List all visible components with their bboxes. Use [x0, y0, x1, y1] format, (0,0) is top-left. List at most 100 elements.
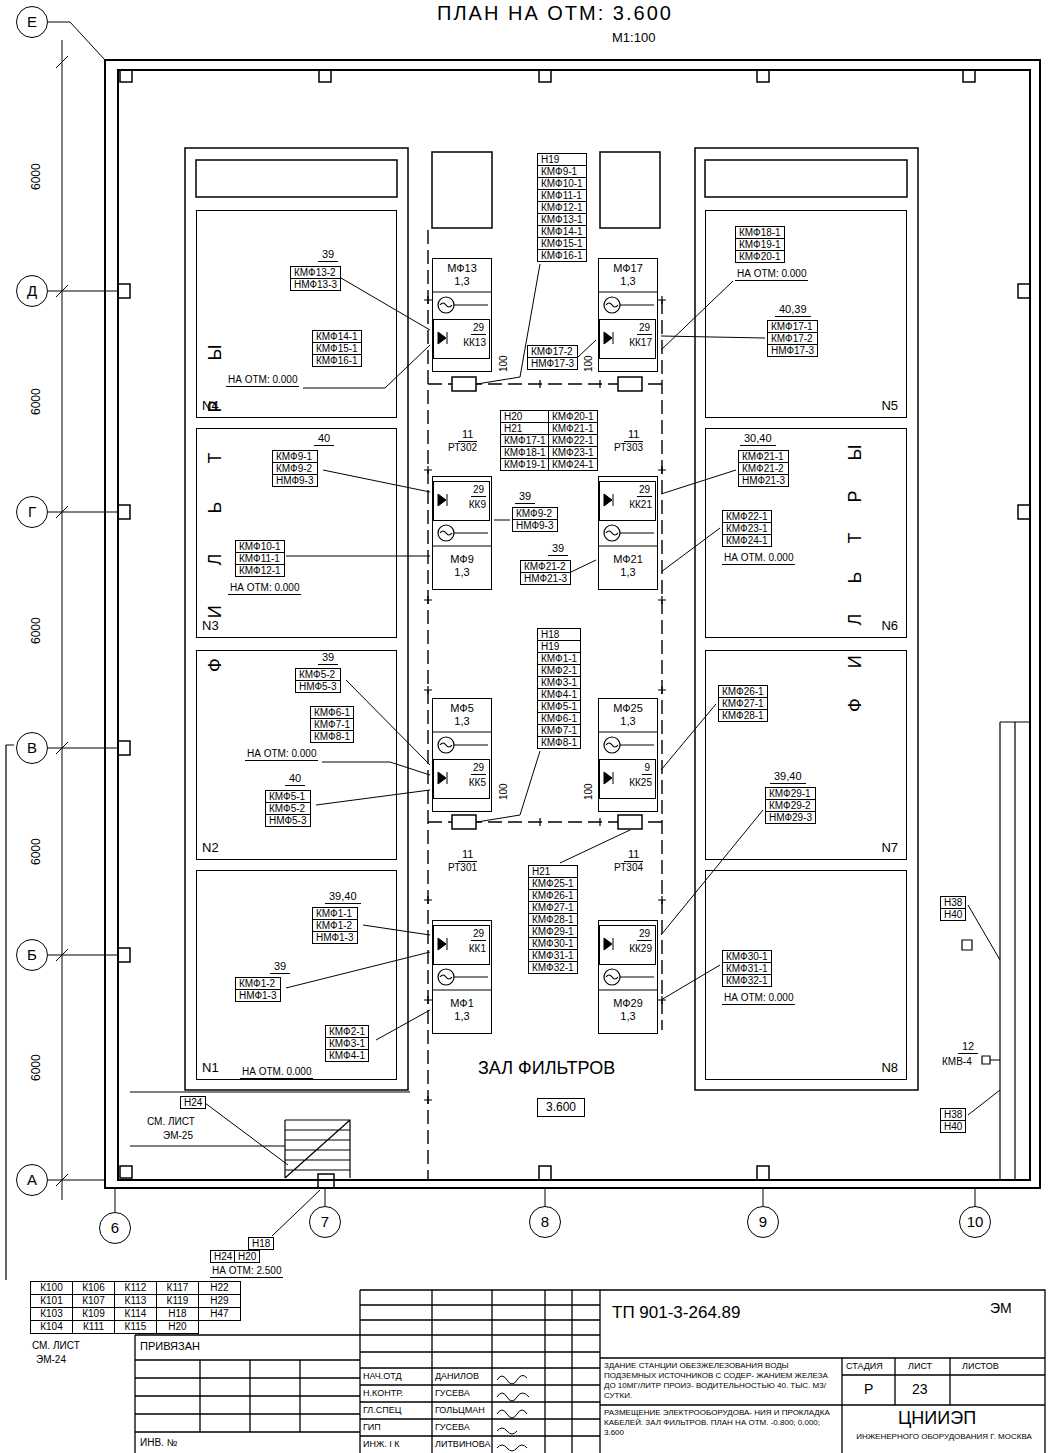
- elevation-note: НА ОТМ: 0.000: [722, 992, 795, 1005]
- note-text: ПРИВЯЗАН: [140, 1340, 200, 1353]
- cable-number: 39: [548, 542, 568, 556]
- elevation-mark: 3.600: [537, 1098, 585, 1117]
- pilasters: [118, 70, 1030, 1188]
- note-text: ГЛ.СПЕЦ: [363, 1405, 401, 1416]
- cable-tag-stack: Н24: [210, 1250, 236, 1263]
- cable-number: 11: [624, 848, 643, 862]
- unit-label-group: МФ211,3: [599, 553, 657, 579]
- grid-axis-bubble: Д: [16, 275, 48, 307]
- control-box-name: КК29: [629, 943, 652, 955]
- cable-number: 29: [471, 484, 486, 497]
- cable-tag: Н40: [940, 1120, 966, 1133]
- control-label-group: 29КК13: [463, 322, 486, 349]
- unit-power: 1,3: [620, 566, 635, 579]
- motor-circle: [438, 525, 454, 541]
- control-box: 29КК9: [433, 481, 490, 521]
- control-box: 29КК21: [599, 481, 656, 521]
- cable-tag-stack: Н38Н40: [940, 1108, 966, 1133]
- cable-tag-stack: КМФ10-1КМФ11-1КМФ12-1: [235, 540, 285, 577]
- note-text: ЛИСТ: [908, 1361, 932, 1372]
- control-box: 29КК17: [599, 319, 656, 359]
- note-text: Р: [864, 1381, 873, 1397]
- axis-letter: А: [27, 1172, 37, 1188]
- note-text: Н.КОНТР.: [363, 1388, 403, 1399]
- table-cell: К114: [114, 1307, 157, 1321]
- note-text: СТАДИЯ: [846, 1361, 883, 1372]
- cable-number: 29: [471, 322, 486, 335]
- cable-number: 40: [285, 772, 305, 786]
- cable-tag-stack: КМФ2-1КМФ3-1КМФ4-1: [325, 1025, 369, 1062]
- grid-axis-bubble: 6: [99, 1212, 131, 1244]
- filter-number: N5: [881, 398, 898, 413]
- grid-axis-bubble: 9: [747, 1206, 779, 1238]
- breaker-triangle: [438, 938, 447, 950]
- grid-axis-bubble: Б: [16, 939, 48, 971]
- title-block-text: РАЗМЕЩЕНИЕ ЭЛЕКТРООБОРУДОВА- НИЯ И ПРОКЛ…: [604, 1408, 838, 1438]
- breaker-symbol: [434, 320, 454, 360]
- motor-circle: [604, 525, 620, 541]
- note-text: ЭМ: [990, 1300, 1012, 1316]
- tray-marks: [424, 296, 666, 1104]
- pump-unit: МФ251,39КК25: [598, 698, 658, 812]
- axis-letter: Е: [27, 14, 37, 30]
- filter-cell: N7: [705, 650, 907, 860]
- cable-tag-stack: Н19КМФ9-1КМФ10-1КМФ11-1КМФ12-1КМФ13-1КМФ…: [537, 153, 587, 262]
- stair: [130, 1092, 410, 1178]
- breaker-triangle: [438, 494, 447, 506]
- leader-lines: [205, 264, 1000, 1236]
- note-text: НАЧ.ОТД: [363, 1371, 402, 1382]
- cable-tag: НМФ13-3: [290, 278, 341, 291]
- control-label-group: 29КК21: [629, 484, 652, 511]
- cable-tag-stack: Н38Н40: [940, 896, 966, 921]
- breaker-symbol: [600, 760, 620, 800]
- cable-tag: КМФ16-1: [312, 354, 362, 367]
- pump-unit: МФ291,329КК29: [598, 920, 658, 1034]
- motor-circle: [438, 297, 454, 313]
- cable-tag: КМФ8-1: [310, 730, 354, 743]
- filter-number: N1: [202, 1060, 219, 1075]
- table-cell: Н18: [156, 1307, 199, 1321]
- motor-circle: [438, 737, 454, 753]
- cable-number: 29: [637, 322, 652, 335]
- elevation-note: НА ОТМ. 0.000: [722, 552, 795, 565]
- grid-axis-bubble: Е: [16, 6, 48, 38]
- cable-tag: НМФ1-3: [312, 931, 358, 944]
- grid-axes: [48, 22, 975, 1212]
- note-text: ЗАЛ ФИЛЬТРОВ: [478, 1058, 615, 1078]
- cable-tag-stack: КМФ1-2НМФ1-3: [235, 977, 281, 1002]
- table-cell: К100: [30, 1281, 73, 1295]
- note-text: ЦНИИЭП: [898, 1408, 976, 1428]
- note-text: ГУСЕВА: [435, 1388, 470, 1399]
- cable-tag-stack: КМФ9-1КМФ9-2НМФ9-3: [272, 450, 318, 487]
- cable-tag-stack: КМФ6-1КМФ7-1КМФ8-1: [310, 706, 354, 743]
- control-box-name: КК1: [469, 943, 486, 955]
- unit-name: МФ1: [450, 997, 474, 1010]
- elevation-note: НА ОТМ: 0.000: [735, 268, 808, 281]
- note-text: ГИП: [363, 1422, 381, 1433]
- pump-unit: МФ91,329КК9: [432, 476, 492, 590]
- note-text: ИНЖ. I К: [363, 1439, 400, 1450]
- unit-name: МФ5: [450, 702, 474, 715]
- cable-tag: Н40: [940, 908, 966, 921]
- breaker-symbol: [434, 926, 454, 966]
- filter-number: N8: [881, 1060, 898, 1075]
- cable-tag: НМФ29-3: [765, 811, 816, 824]
- table-cell: К115: [114, 1320, 157, 1334]
- cable-number: 39,40: [325, 890, 361, 904]
- table-cell: К112: [114, 1281, 157, 1295]
- signatures: [497, 1375, 529, 1451]
- table-cell: К113: [114, 1294, 157, 1308]
- unit-label-group: МФ11,3: [433, 997, 491, 1023]
- note-text: ГОЛЬЦМАН: [435, 1405, 485, 1416]
- filter-number: N2: [202, 840, 219, 855]
- cable-number: 39: [515, 490, 535, 504]
- axis-letter: Г: [28, 504, 36, 520]
- title-block-text: ЗДАНИЕ СТАНЦИИ ОБЕЗЖЕЛЕЗОВАНИЯ ВОДЫ ПОДЗ…: [604, 1361, 838, 1401]
- unit-power: 1,3: [454, 566, 469, 579]
- cable-tag: НМФ9-3: [512, 519, 558, 532]
- unit-power: 1,3: [620, 1010, 635, 1023]
- control-box: 29КК1: [433, 925, 490, 965]
- table-cell: Н22: [198, 1281, 241, 1295]
- cable-tag-stack: КМФ17-1КМФ17-2НМФ17-3: [767, 320, 818, 357]
